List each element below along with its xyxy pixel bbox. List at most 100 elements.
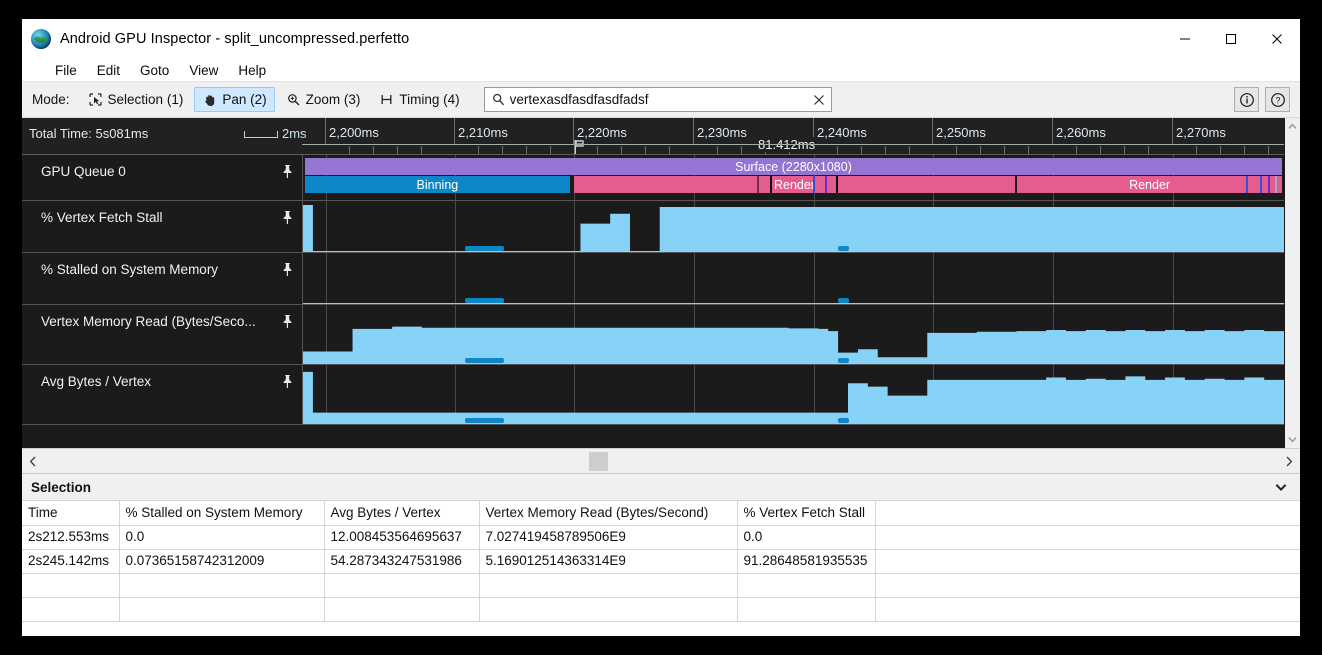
timeline-sub-slice[interactable] xyxy=(1260,176,1263,193)
table-column-header[interactable]: % Vertex Fetch Stall xyxy=(737,501,876,526)
pin-icon[interactable] xyxy=(280,261,295,277)
pin-icon[interactable] xyxy=(280,313,295,329)
ruler-minor-tick xyxy=(741,146,742,154)
table-cell xyxy=(119,597,325,622)
track-body[interactable] xyxy=(303,365,1284,424)
timeline-slice[interactable]: Render xyxy=(573,176,1016,193)
timeline-sub-slice[interactable] xyxy=(1268,176,1271,193)
table-cell xyxy=(737,573,876,598)
counter-selection-marker[interactable] xyxy=(464,358,505,363)
track-gridline xyxy=(574,253,575,304)
timeline-slice[interactable]: Surface (2280x1080) xyxy=(304,158,1283,175)
pin-icon[interactable] xyxy=(280,163,295,179)
time-flag-marker[interactable] xyxy=(574,140,585,154)
track-body[interactable] xyxy=(303,201,1284,252)
counter-selection-marker[interactable] xyxy=(837,298,850,303)
track-header[interactable]: Vertex Memory Read (Bytes/Seco... xyxy=(22,305,303,364)
maximize-button[interactable] xyxy=(1208,19,1254,59)
track-header[interactable]: GPU Queue 0 xyxy=(22,155,303,200)
track-header[interactable]: Avg Bytes / Vertex xyxy=(22,365,303,424)
counter-selection-marker[interactable] xyxy=(837,246,850,251)
track-header[interactable]: % Stalled on System Memory xyxy=(22,253,303,304)
track-header[interactable]: % Vertex Fetch Stall xyxy=(22,201,303,252)
table-column-header[interactable] xyxy=(875,501,1300,526)
counter-chart xyxy=(303,303,1284,304)
table-column-header[interactable]: % Stalled on System Memory xyxy=(119,501,325,526)
track-name-label: Vertex Memory Read (Bytes/Seco... xyxy=(41,314,256,329)
table-column-header[interactable]: Vertex Memory Read (Bytes/Second) xyxy=(479,501,738,526)
scroll-up-button[interactable] xyxy=(1285,118,1300,135)
selection-collapse-button[interactable] xyxy=(1270,476,1292,498)
timeline-slice[interactable]: Binning xyxy=(304,176,570,193)
ruler-minor-tick xyxy=(421,146,422,154)
ruler-major-tick xyxy=(813,118,814,144)
timeline-sub-slice[interactable] xyxy=(1275,176,1278,193)
scroll-left-button[interactable] xyxy=(22,449,44,473)
ruler-minor-tick xyxy=(956,146,957,154)
counter-selection-marker[interactable] xyxy=(464,246,505,251)
selection-panel: Selection Time% Stalled on System Memory… xyxy=(22,473,1300,636)
ruler-minor-tick xyxy=(980,146,981,154)
mode-timing-button[interactable]: Timing (4) xyxy=(371,87,467,112)
table-row[interactable] xyxy=(22,597,1300,622)
counter-selection-marker[interactable] xyxy=(464,298,505,303)
track-gridline xyxy=(694,365,695,424)
search-clear-icon[interactable] xyxy=(807,88,831,111)
menu-goto[interactable]: Goto xyxy=(140,62,170,78)
scroll-right-button[interactable] xyxy=(1278,449,1300,473)
mode-zoom-label: Zoom (3) xyxy=(305,92,361,107)
counter-selection-marker[interactable] xyxy=(837,358,850,363)
menu-view[interactable]: View xyxy=(189,62,219,78)
search-input[interactable] xyxy=(506,92,807,107)
menu-file[interactable]: File xyxy=(55,62,77,78)
mode-pan-button[interactable]: Pan (2) xyxy=(194,87,275,112)
menu-help[interactable]: Help xyxy=(238,62,267,78)
close-button[interactable] xyxy=(1254,19,1300,59)
timeline-slice[interactable]: Render xyxy=(1017,176,1283,193)
ruler-tick-label: 2,220ms xyxy=(577,125,627,140)
application-window: Android GPU Inspector - split_uncompress… xyxy=(22,19,1300,636)
timeline-sub-slice[interactable] xyxy=(769,176,772,193)
horizontal-scroll-track[interactable] xyxy=(44,449,1278,473)
timeline-track: % Vertex Fetch Stall xyxy=(22,201,1284,253)
search-box[interactable] xyxy=(483,87,832,112)
timeline-sub-slice[interactable] xyxy=(824,176,827,193)
counter-selection-marker[interactable] xyxy=(837,418,850,423)
track-gridline xyxy=(326,201,327,252)
track-body[interactable] xyxy=(303,305,1284,364)
scroll-down-button[interactable] xyxy=(1285,431,1300,448)
table-column-header[interactable]: Avg Bytes / Vertex xyxy=(324,501,480,526)
minimize-button[interactable] xyxy=(1162,19,1208,59)
timeline-sub-slice[interactable] xyxy=(813,176,816,193)
mode-selection-button[interactable]: Selection (1) xyxy=(80,87,192,112)
menu-edit[interactable]: Edit xyxy=(96,62,121,78)
table-cell xyxy=(737,597,876,622)
pin-icon[interactable] xyxy=(280,209,295,225)
timeline-sub-slice[interactable] xyxy=(1245,176,1248,193)
ruler-minor-tick xyxy=(1268,146,1269,154)
timeline-sub-slice[interactable] xyxy=(835,176,838,193)
pin-icon[interactable] xyxy=(280,373,295,389)
table-row[interactable] xyxy=(22,573,1300,598)
timeline-sub-slice[interactable] xyxy=(757,176,760,193)
timeline-vertical-scrollbar[interactable] xyxy=(1284,118,1300,448)
counter-selection-marker[interactable] xyxy=(464,418,505,423)
info-button[interactable] xyxy=(1234,87,1259,112)
mode-timing-label: Timing (4) xyxy=(399,92,460,107)
table-column-header[interactable]: Time xyxy=(22,501,120,526)
timeline-horizontal-scrollbar[interactable] xyxy=(22,448,1300,473)
table-cell xyxy=(875,573,1300,598)
horizontal-scroll-thumb[interactable] xyxy=(589,452,609,471)
track-body[interactable] xyxy=(303,253,1284,304)
help-button[interactable]: ? xyxy=(1265,87,1290,112)
table-cell xyxy=(22,597,120,622)
mode-zoom-button[interactable]: Zoom (3) xyxy=(278,87,369,112)
ruler-minor-tick xyxy=(837,146,838,154)
